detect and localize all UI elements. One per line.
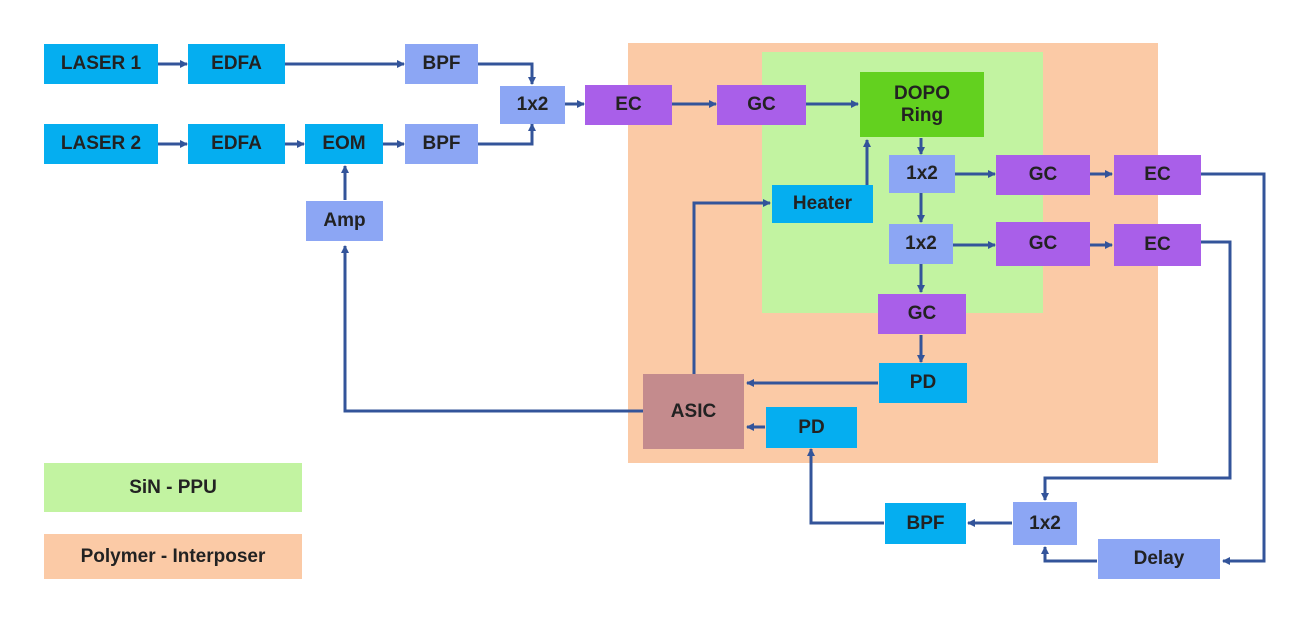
legend-polymer-interposer: Polymer - Interposer [44,534,302,579]
asic-block: ASIC [643,374,744,449]
splitter-b-block: 1x2 [889,224,953,264]
wire-ec-b-splitter-out [1041,240,1232,501]
ec-a-block: EC [1114,155,1201,195]
edfa1-block: EDFA [188,44,285,84]
wire-ec-a-delay [1201,172,1266,565]
dopo-ring-label-line1: DOPO [894,82,950,104]
splitter-a-block: 1x2 [889,155,955,193]
gc-a-block: GC [996,155,1090,195]
wire-asic-amp [341,245,643,413]
laser1-block: LASER 1 [44,44,158,84]
dopo-ring-label-line2: Ring [900,104,944,126]
wire-delay-splitter-out [1041,546,1097,563]
wire-bpf2-splitter [478,123,536,146]
bpf-out-block: BPF [885,503,966,544]
eom-block: EOM [305,124,383,164]
wire-bpf-pd [807,448,884,525]
wire-asic-heater [692,199,771,374]
legend-sin-ppu: SiN - PPU [44,463,302,512]
heater-block: Heater [772,185,873,223]
input-ec-block: EC [585,85,672,125]
laser2-block: LASER 2 [44,124,158,164]
gc-b-block: GC [996,222,1090,266]
input-splitter-block: 1x2 [500,86,565,124]
splitter-out-block: 1x2 [1013,502,1077,545]
bpf1-block: BPF [405,44,478,84]
pd-bottom-block: PD [766,407,857,448]
edfa2-block: EDFA [188,124,285,164]
wire-bpf1-splitter [478,62,536,85]
gc-down-block: GC [878,294,966,334]
input-gc-block: GC [717,85,806,125]
bpf2-block: BPF [405,124,478,164]
pd-top-block: PD [879,363,967,403]
amp-block: Amp [306,201,383,241]
delay-block: Delay [1098,539,1220,579]
ec-b-block: EC [1114,224,1201,266]
dopo-ring-block: DOPO Ring [860,72,984,137]
